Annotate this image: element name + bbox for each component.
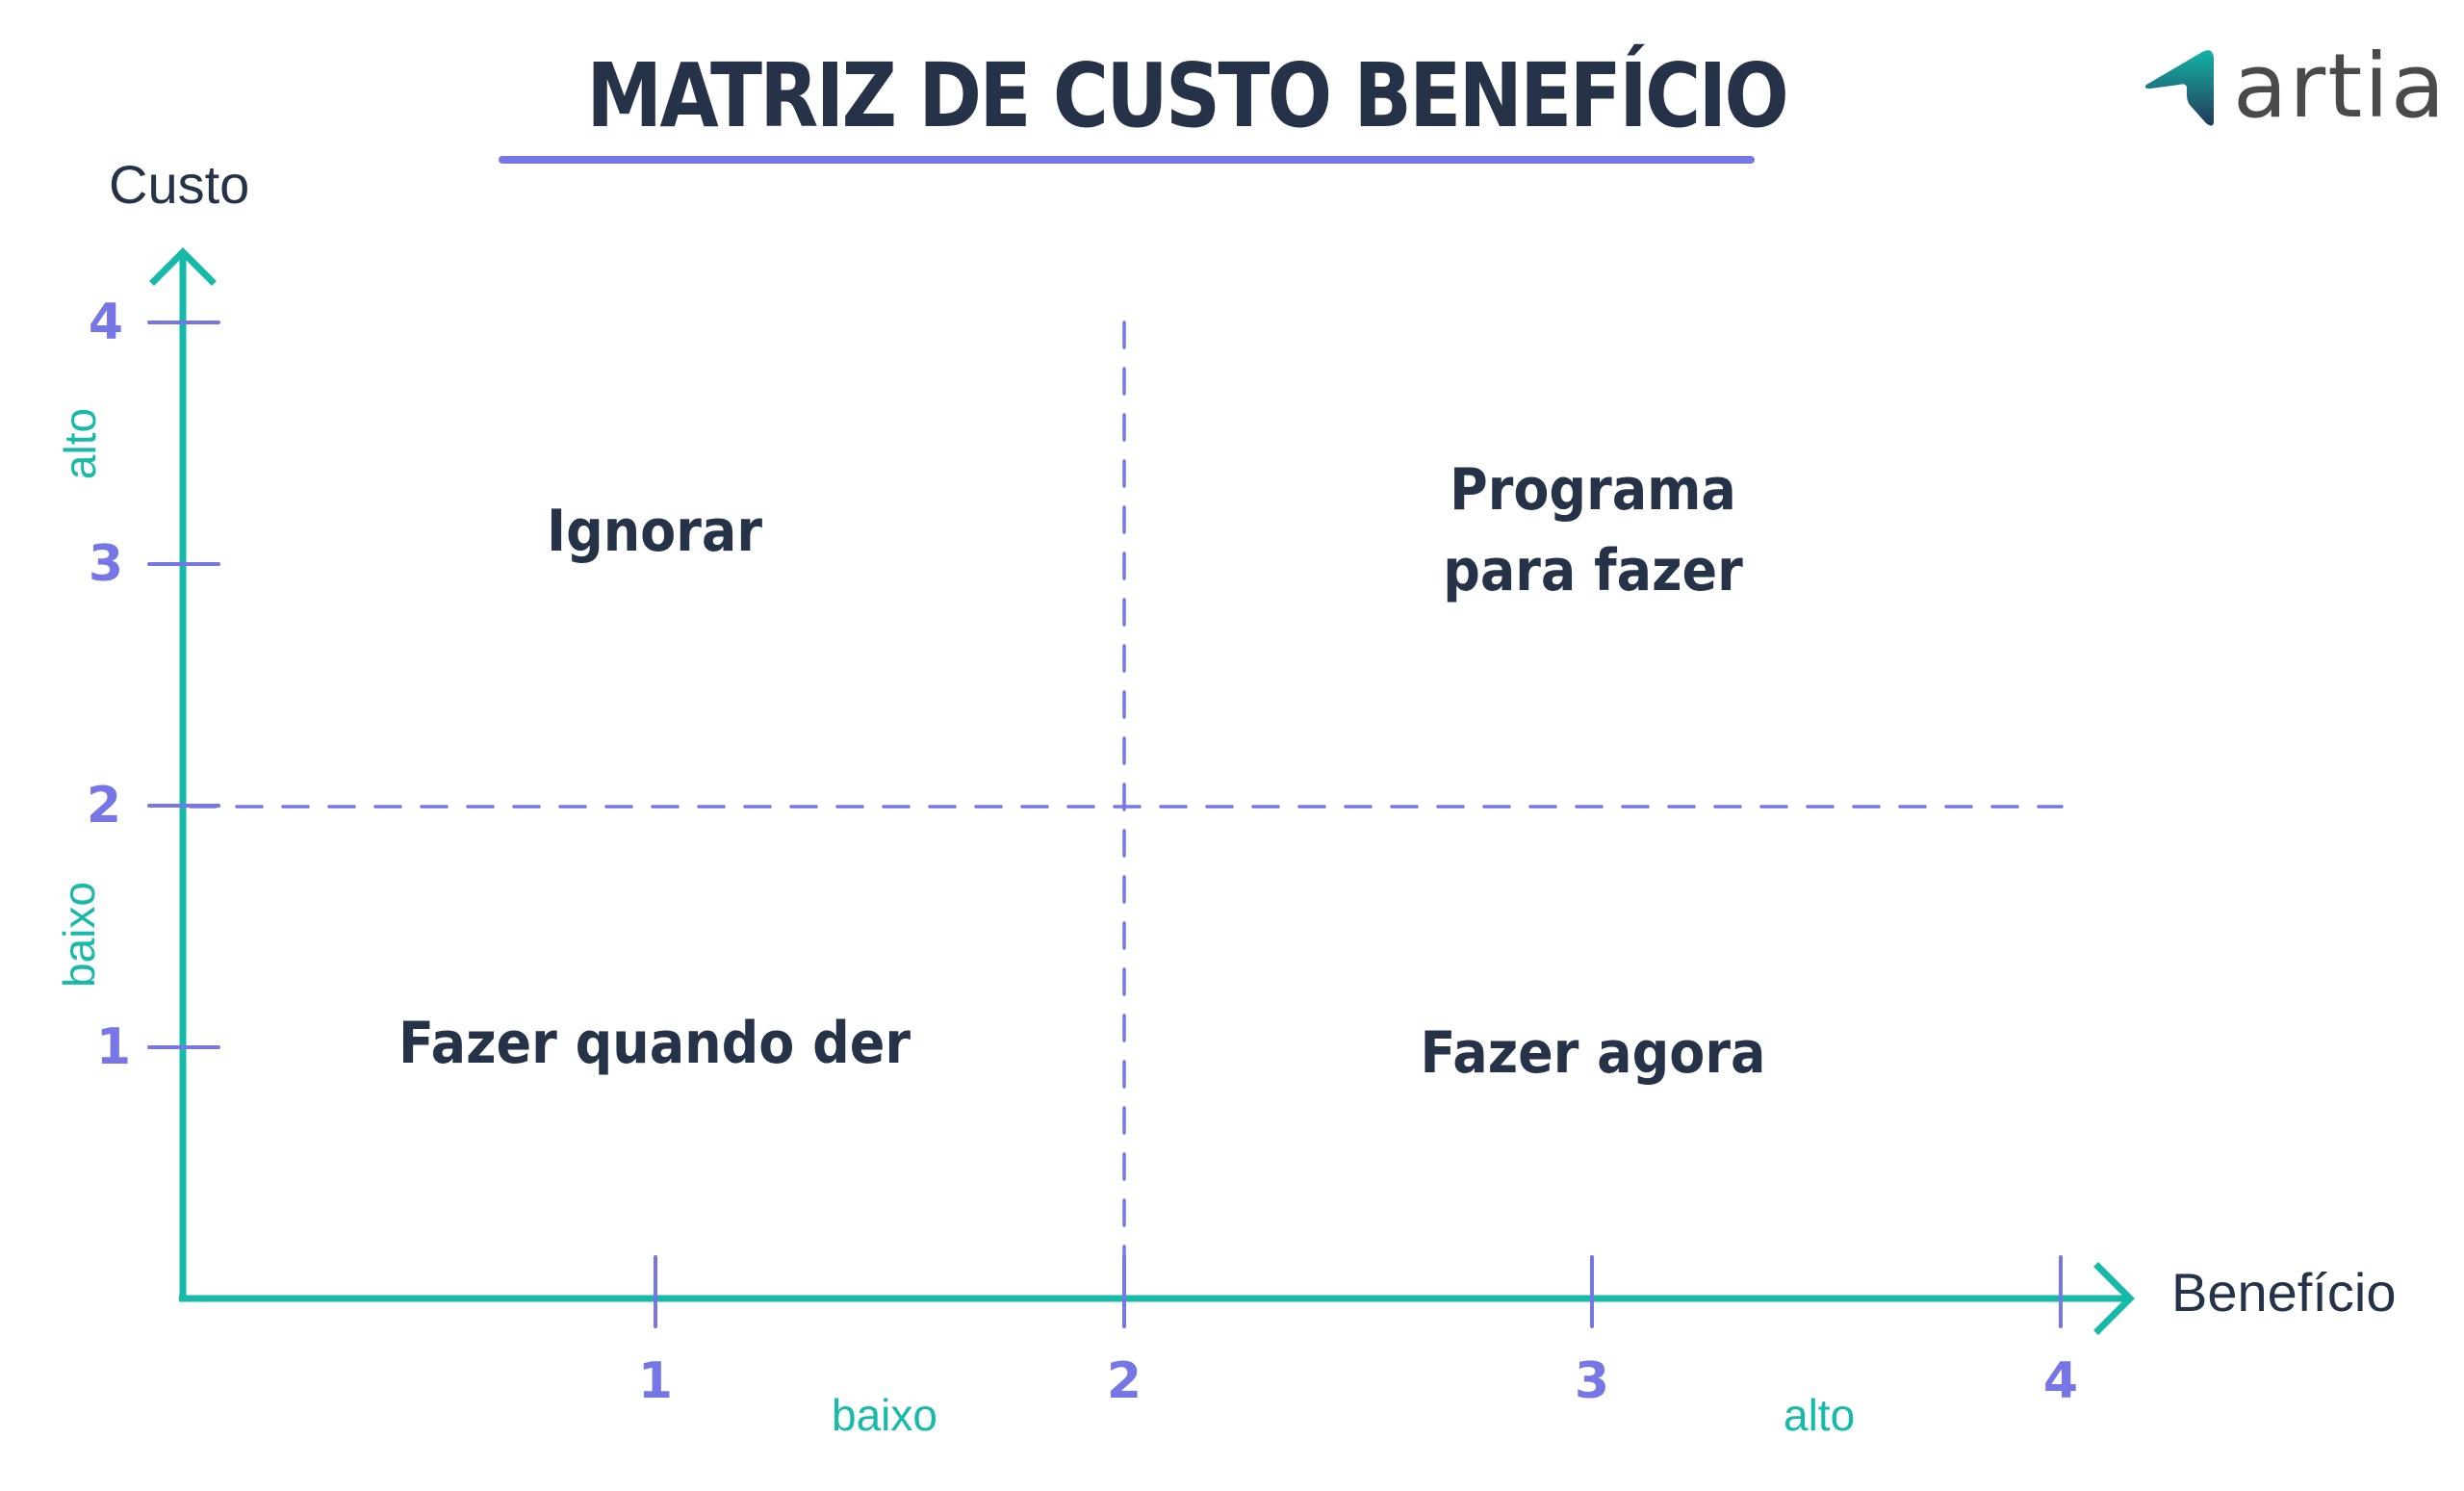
y-tick-label-4: 4	[88, 294, 124, 351]
quadrant-top-right-line1: Programa	[1450, 456, 1736, 524]
y-ticks	[147, 321, 220, 1049]
x-range-low-label: baixo	[832, 1390, 937, 1440]
page-title: MATRIZ DE CUSTO BENEFÍCIO	[586, 44, 1788, 147]
y-axis-title: Custo	[109, 154, 250, 215]
quadrant-top-right-label: Programa para fazer	[1390, 450, 1797, 611]
x-tick-label-2: 2	[1106, 1352, 1142, 1410]
logo-text: artia	[2233, 35, 2448, 138]
artia-logo: artia	[2144, 39, 2445, 135]
x-axis-title: Benefício	[2171, 1262, 2397, 1323]
x-tick-label-1: 1	[637, 1352, 674, 1410]
y-range-high-label: alto	[55, 407, 105, 480]
y-range-low-label: baixo	[54, 882, 104, 988]
x-axis-arrow-icon	[2093, 1262, 2135, 1335]
quadrant-bottom-left-label: Fazer quando der	[398, 1010, 911, 1077]
artia-logo-mark-icon	[2144, 50, 2214, 126]
y-axis-arrow-icon	[149, 247, 217, 286]
y-tick-label-2: 2	[86, 777, 122, 835]
quadrant-top-left-label: Ignorar	[546, 498, 762, 565]
y-tick-label-3: 3	[88, 535, 124, 593]
x-ticks	[654, 1255, 2063, 1328]
x-tick-label-4: 4	[2042, 1352, 2079, 1410]
title-underline	[499, 156, 1755, 164]
x-tick-label-3: 3	[1574, 1352, 1610, 1410]
y-tick-label-1: 1	[95, 1018, 132, 1076]
x-range-high-label: alto	[1784, 1390, 1856, 1440]
quadrant-top-right-line2: para fazer	[1443, 537, 1743, 604]
quadrant-bottom-right-label: Fazer agora	[1420, 1019, 1766, 1087]
